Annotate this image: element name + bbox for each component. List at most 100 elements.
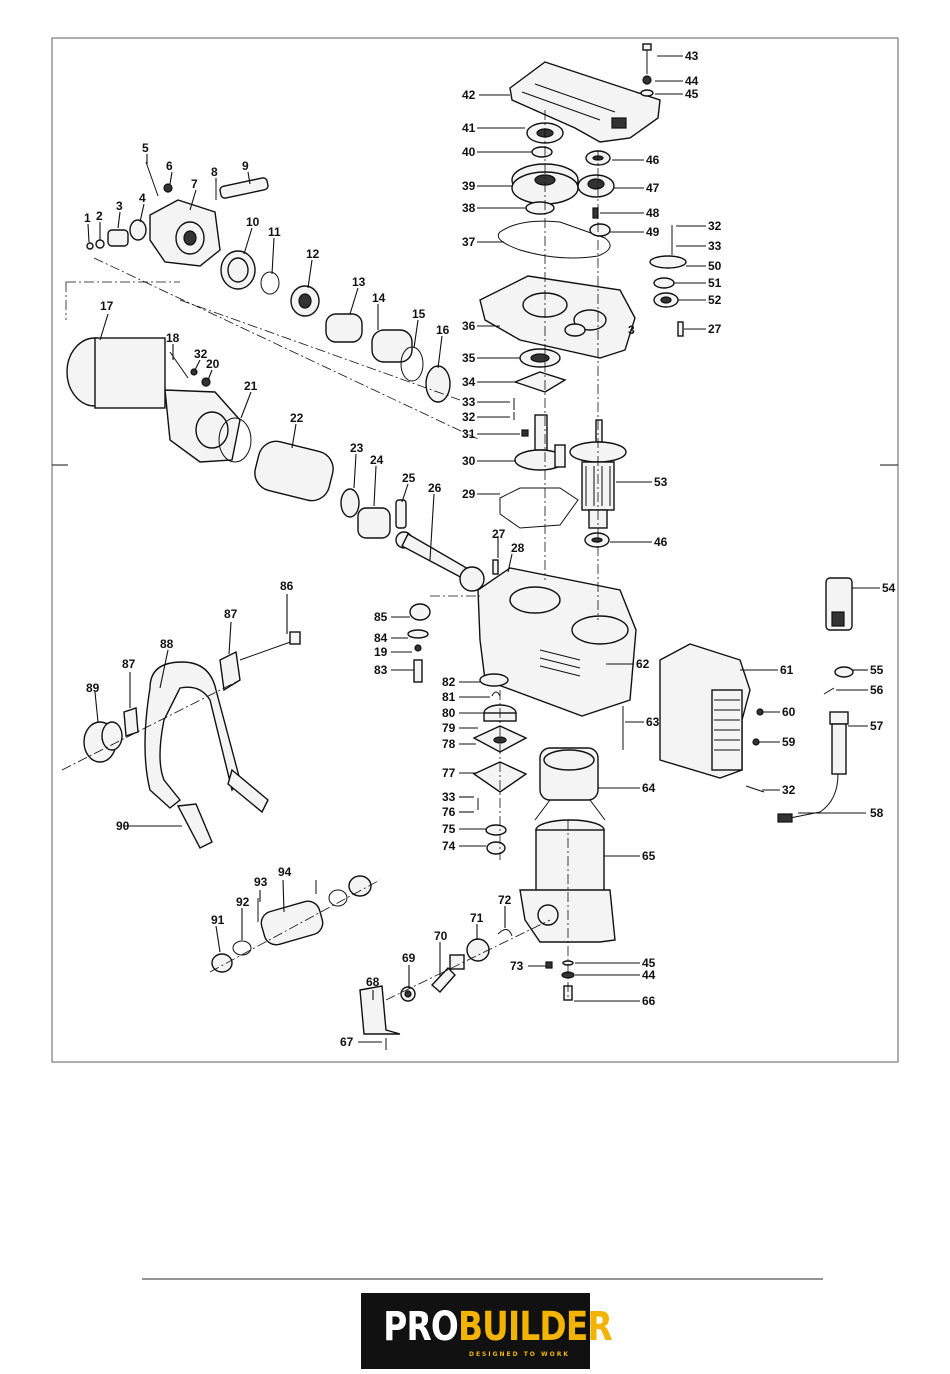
chuck-parts-91-94 <box>211 875 372 973</box>
tie-rod-86 <box>239 631 301 661</box>
callout-60: 60 <box>782 705 796 719</box>
callout-32a: 32 <box>708 219 722 233</box>
callout-21: 21 <box>244 379 258 393</box>
shaft-9 <box>219 177 269 199</box>
callout-61: 61 <box>780 663 794 677</box>
callout-74: 74 <box>442 839 456 853</box>
callout-70: 70 <box>434 929 448 943</box>
gear-47 <box>577 174 615 198</box>
piston-12 <box>290 285 320 317</box>
callout-62: 62 <box>636 657 650 671</box>
callout-85: 85 <box>374 610 388 624</box>
bracket-87 <box>123 650 241 737</box>
small-parts-83-85 <box>407 603 431 683</box>
callout-57: 57 <box>870 719 884 733</box>
callout-87b: 87 <box>122 657 136 671</box>
bearing-49 <box>589 223 611 237</box>
motor-housing-65 <box>519 819 616 943</box>
gasket-37 <box>497 220 611 259</box>
callout-50: 50 <box>708 259 722 273</box>
gear-housing-cover <box>509 61 661 143</box>
callout-14: 14 <box>372 291 386 305</box>
callout-35: 35 <box>462 351 476 365</box>
callout-68: 68 <box>366 975 380 989</box>
brush-cover-68 <box>359 985 401 1035</box>
callout-78: 78 <box>442 737 456 751</box>
plug-58 <box>777 813 793 823</box>
callout-15: 15 <box>412 307 426 321</box>
field-coil-64 <box>534 747 606 821</box>
pin-25 <box>395 499 407 529</box>
callout-63: 63 <box>646 715 660 729</box>
callout-18: 18 <box>166 331 180 345</box>
screw-32c <box>745 785 765 793</box>
callout-51: 51 <box>708 276 722 290</box>
callout-33c: 33 <box>442 790 456 804</box>
callout-33b: 33 <box>462 395 476 409</box>
callout-38: 38 <box>462 201 476 215</box>
callout-52: 52 <box>708 293 722 307</box>
screw-43 <box>640 43 654 97</box>
ring-10 <box>220 250 256 290</box>
callout-32c: 32 <box>782 783 796 797</box>
callout-10: 10 <box>246 215 260 229</box>
ring-40 <box>531 146 553 158</box>
callout-45: 45 <box>685 87 699 101</box>
gear-plate-36 <box>479 275 636 359</box>
plate-90 <box>176 803 213 849</box>
callout-22: 22 <box>290 411 304 425</box>
power-cord-58 <box>789 773 839 819</box>
callout-3b: 3 <box>628 323 635 337</box>
callout-28: 28 <box>511 541 525 555</box>
logo-builder: BUILDER <box>457 1304 613 1350</box>
callout-11: 11 <box>268 225 281 239</box>
callout-93: 93 <box>254 875 268 889</box>
bearing-35 <box>519 348 561 368</box>
callout-39: 39 <box>462 179 476 193</box>
callout-42: 42 <box>462 88 476 102</box>
callout-49: 49 <box>646 225 660 239</box>
gear-housing-28 <box>477 567 637 717</box>
callout-labels: 43 44 45 42 41 40 39 38 37 46 47 48 49 3… <box>84 49 896 1049</box>
logo-pro: PRO <box>383 1304 459 1350</box>
callout-36: 36 <box>462 319 476 333</box>
pin-31 <box>521 429 529 437</box>
callout-71: 71 <box>470 911 484 925</box>
callout-32b: 32 <box>462 410 476 424</box>
pin-27b <box>492 559 499 575</box>
knob-89 <box>83 721 123 763</box>
pin-27a <box>677 321 684 337</box>
callout-76: 76 <box>442 805 456 819</box>
callout-44b: 44 <box>642 968 656 982</box>
callout-41: 41 <box>462 121 476 135</box>
callout-20: 20 <box>206 357 220 371</box>
callout-72: 72 <box>498 893 512 907</box>
callout-75: 75 <box>442 822 456 836</box>
callout-1: 1 <box>84 211 91 225</box>
callout-86: 86 <box>280 579 294 593</box>
callout-4: 4 <box>139 191 146 205</box>
cylinder-housing-17 <box>66 337 241 463</box>
sleeve-13 <box>325 313 363 343</box>
crankshaft-30 <box>514 414 566 471</box>
callout-12: 12 <box>306 247 320 261</box>
callout-84: 84 <box>374 631 388 645</box>
bearing-38 <box>525 201 555 215</box>
callout-8: 8 <box>211 165 218 179</box>
ring-51 <box>653 277 675 289</box>
callout-3: 3 <box>116 199 123 213</box>
callout-23: 23 <box>350 441 364 455</box>
callout-79: 79 <box>442 721 456 735</box>
callout-82: 82 <box>442 675 456 689</box>
callout-48: 48 <box>646 206 660 220</box>
callout-9: 9 <box>242 159 249 173</box>
bracket-34 <box>512 371 567 393</box>
callout-69: 69 <box>402 951 416 965</box>
callout-80: 80 <box>442 706 456 720</box>
callout-59: 59 <box>782 735 796 749</box>
sleeve-14 <box>371 329 413 363</box>
oring-21 <box>218 417 252 463</box>
callout-26: 26 <box>428 481 442 495</box>
callout-24: 24 <box>370 453 384 467</box>
callout-27b: 27 <box>492 527 506 541</box>
